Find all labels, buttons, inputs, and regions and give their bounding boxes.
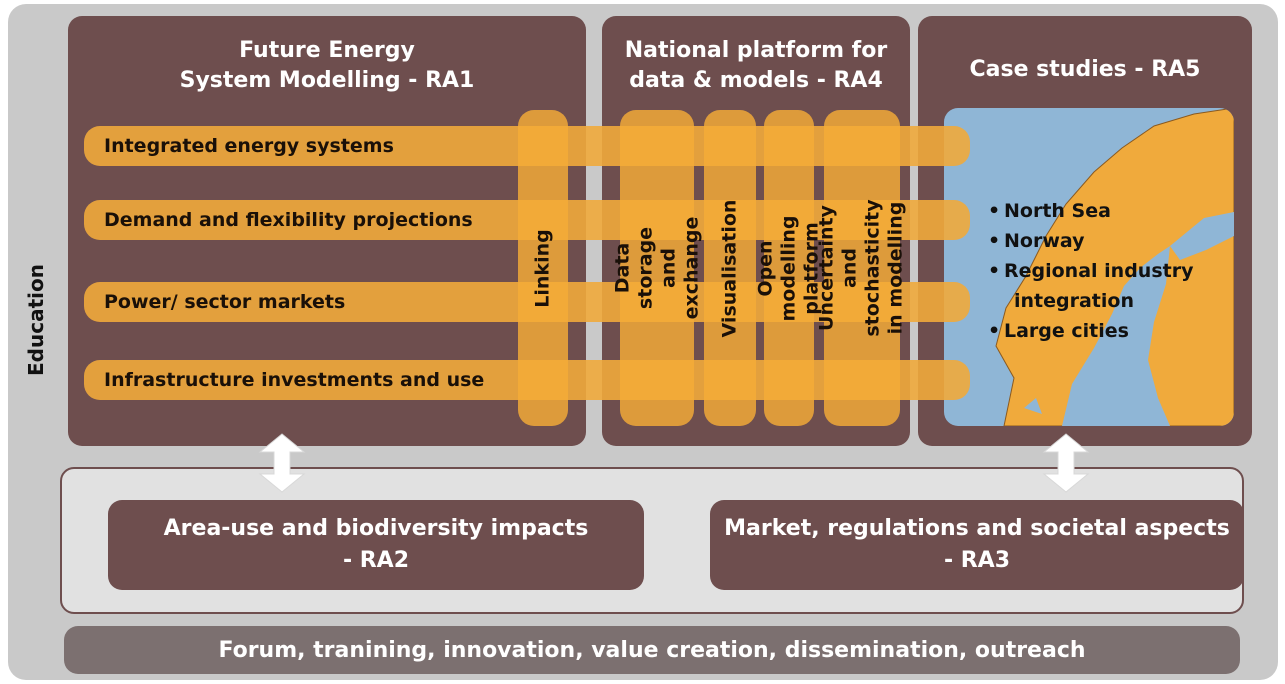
vbar-data-storage: [620, 110, 694, 426]
case-study-item: Norway: [988, 226, 1193, 256]
double-arrow-icon: [258, 433, 306, 493]
hbar-label-demand-flexibility: Demand and flexibility projections: [104, 209, 473, 231]
education-label: Education: [24, 264, 48, 376]
hbar-label-infrastructure: Infrastructure investments and use: [104, 369, 485, 391]
ra2-box: Area-use and biodiversity impacts - RA2: [108, 500, 644, 590]
hbar-label-power-sector-markets: Power/ sector markets: [104, 291, 346, 313]
case-study-item: North Sea: [988, 196, 1193, 226]
ra1-title: Future Energy System Modelling - RA1: [179, 38, 475, 93]
case-study-item: Regional industry: [988, 256, 1193, 286]
vbar-open-modelling: [764, 110, 814, 426]
ra3-box: Market, regulations and societal aspects…: [710, 500, 1244, 590]
outreach-bar: Forum, tranining, innovation, value crea…: [64, 626, 1240, 674]
double-arrow-icon: [1042, 433, 1090, 493]
vbar-visualisation: [704, 110, 756, 426]
vbar-uncertainty: [824, 110, 900, 426]
vbar-linking: [518, 110, 568, 426]
hbar-label-integrated-energy-systems: Integrated energy systems: [104, 135, 394, 157]
case-study-item: Large cities: [988, 316, 1193, 346]
case-study-list: North Sea Norway Regional industry integ…: [988, 196, 1193, 346]
ra5-title: Case studies - RA5: [969, 57, 1201, 82]
ra4-title: National platform for data & models - RA…: [624, 38, 888, 93]
case-study-item-continuation: integration: [1014, 290, 1134, 312]
